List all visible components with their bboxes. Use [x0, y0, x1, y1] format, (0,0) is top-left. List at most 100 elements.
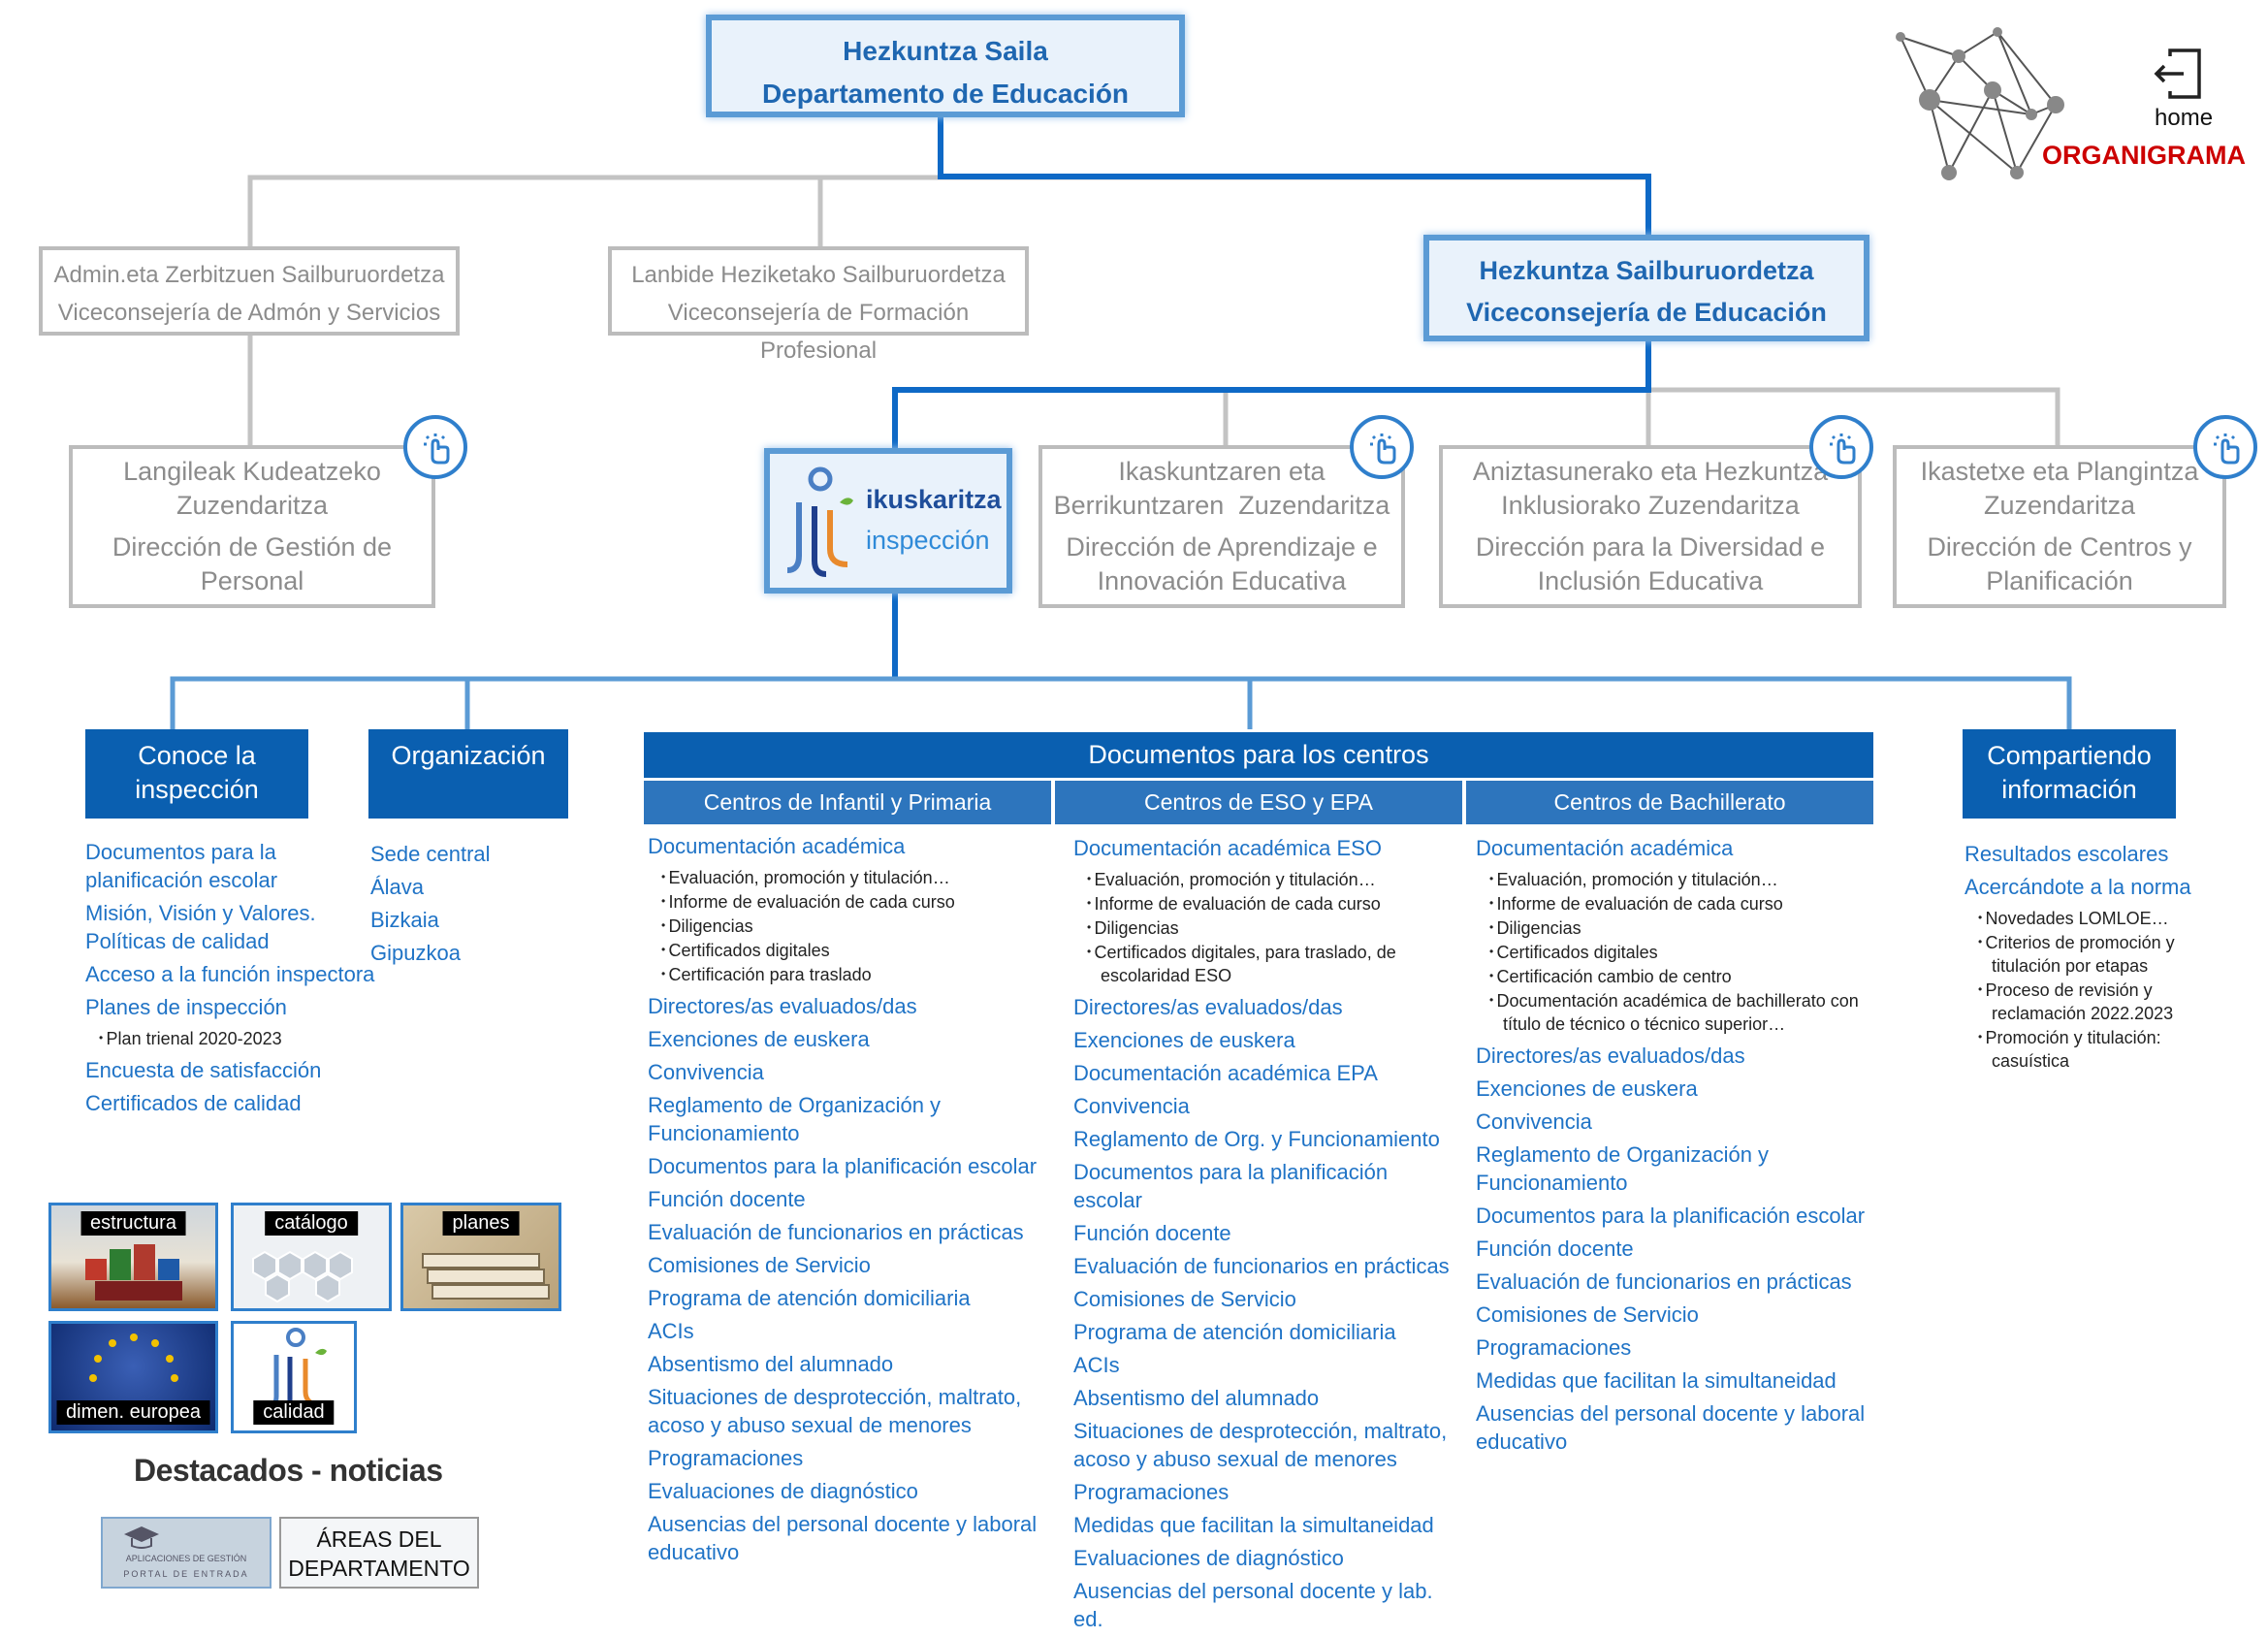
doc-link[interactable]: Acercándote a la norma: [1965, 875, 2191, 899]
doc-link[interactable]: Misión, Visión y Valores. Políticas de c…: [85, 901, 316, 953]
doc-sublink[interactable]: Documentación académica de bachillerato …: [1476, 988, 1869, 1036]
dir-aprendizaje-box[interactable]: Ikaskuntzaren eta Berrikuntzaren Zuzenda…: [1038, 445, 1405, 608]
doc-link[interactable]: Absentismo del alumnado: [648, 1352, 894, 1376]
doc-link[interactable]: Programaciones: [1476, 1335, 1632, 1360]
doc-link[interactable]: Comisiones de Servicio: [1073, 1287, 1296, 1311]
doc-sublink[interactable]: Informe de evaluación de cada curso: [648, 889, 1045, 914]
doc-link[interactable]: Sede central: [370, 842, 491, 866]
doc-sublink[interactable]: Evaluación, promoción y titulación…: [1073, 867, 1461, 891]
doc-link[interactable]: Exenciones de euskera: [1073, 1028, 1295, 1052]
click-hand-icon[interactable]: [1350, 415, 1414, 479]
doc-link[interactable]: Documentos para la planificación escolar: [1476, 1204, 1866, 1228]
doc-link[interactable]: Documentación académica EPA: [1073, 1061, 1378, 1085]
doc-link[interactable]: Programa de atención domiciliaria: [648, 1286, 971, 1310]
doc-link[interactable]: Acceso a la función inspectora: [85, 962, 375, 986]
doc-link[interactable]: Evaluación de funcionarios en prácticas: [1476, 1269, 1852, 1294]
doc-link[interactable]: Convivencia: [1476, 1109, 1592, 1134]
doc-link[interactable]: Comisiones de Servicio: [1476, 1302, 1699, 1327]
doc-sublink[interactable]: Certificados digitales, para traslado, d…: [1073, 940, 1461, 987]
thumb-estructura[interactable]: estructura: [48, 1203, 218, 1311]
doc-link[interactable]: Evaluación de funcionarios en prácticas: [1073, 1254, 1450, 1278]
doc-link[interactable]: Documentos para la planificación escolar: [85, 840, 278, 892]
dir-inspeccion-box[interactable]: ikuskaritza inspección: [764, 448, 1012, 594]
doc-link[interactable]: Documentación académica: [648, 834, 906, 858]
doc-link[interactable]: Evaluaciones de diagnóstico: [648, 1479, 918, 1503]
doc-sublink[interactable]: Diligencias: [1073, 915, 1461, 940]
doc-link[interactable]: Directores/as evaluados/das: [648, 994, 917, 1018]
home-exit-icon[interactable]: [2151, 47, 2205, 101]
thumb-planes[interactable]: planes: [400, 1203, 561, 1311]
doc-link[interactable]: Absentismo del alumnado: [1073, 1386, 1320, 1410]
doc-link[interactable]: Directores/as evaluados/das: [1476, 1044, 1745, 1068]
doc-link[interactable]: Documentos para la planificación escolar: [1073, 1160, 1389, 1212]
doc-link[interactable]: Planes de inspección: [85, 995, 287, 1019]
doc-link[interactable]: Función docente: [648, 1187, 806, 1211]
doc-link[interactable]: Ausencias del personal docente y laboral…: [648, 1512, 1038, 1564]
bachillerato-header[interactable]: Centros de Bachillerato: [1466, 778, 1873, 824]
thumb-calidad[interactable]: calidad: [231, 1321, 357, 1433]
doc-sublink[interactable]: Diligencias: [1476, 915, 1869, 940]
organigrama-title[interactable]: ORGANIGRAMA: [2042, 141, 2246, 170]
home-link[interactable]: home: [2155, 105, 2214, 131]
doc-link[interactable]: Certificados de calidad: [85, 1091, 302, 1115]
doc-link[interactable]: Medidas que facilitan la simultaneidad: [1476, 1368, 1837, 1393]
doc-sublink[interactable]: Criterios de promoción y titulación por …: [1965, 930, 2197, 978]
doc-link[interactable]: Álava: [370, 875, 425, 899]
vice-admin-box[interactable]: Admin.eta Zerbitzuen Sailburuordetza Vic…: [39, 246, 460, 336]
doc-link[interactable]: Documentos para la planificación escolar: [648, 1154, 1038, 1178]
dir-centros-box[interactable]: Ikastetxe eta Plangintza Zuzendaritza Di…: [1893, 445, 2226, 608]
doc-link[interactable]: Exenciones de euskera: [648, 1027, 870, 1051]
click-hand-icon[interactable]: [2193, 415, 2257, 479]
doc-link[interactable]: Programa de atención domiciliaria: [1073, 1320, 1396, 1344]
department-box[interactable]: Hezkuntza Saila Departamento de Educació…: [706, 15, 1185, 117]
doc-sublink[interactable]: Informe de evaluación de cada curso: [1476, 891, 1869, 915]
doc-link[interactable]: Situaciones de desprotección, maltrato, …: [1073, 1419, 1448, 1471]
doc-link[interactable]: Gipuzkoa: [370, 941, 461, 965]
doc-sublink[interactable]: Evaluación, promoción y titulación…: [648, 865, 1045, 889]
doc-sublink[interactable]: Evaluación, promoción y titulación…: [1476, 867, 1869, 891]
doc-link[interactable]: Resultados escolares: [1965, 842, 2169, 866]
doc-link[interactable]: Ausencias del personal docente y lab. ed…: [1073, 1579, 1433, 1631]
news-heading[interactable]: Destacados - noticias: [134, 1453, 443, 1488]
doc-sublink[interactable]: Novedades LOMLOE…: [1965, 906, 2197, 930]
doc-link[interactable]: Encuesta de satisfacción: [85, 1058, 322, 1082]
doc-link[interactable]: ACIs: [1073, 1353, 1120, 1377]
doc-link[interactable]: Reglamento de Org. y Funcionamiento: [1073, 1127, 1440, 1151]
doc-link[interactable]: Función docente: [1476, 1237, 1634, 1261]
compartiendo-header[interactable]: Compartiendo información: [1963, 729, 2176, 819]
dir-diversidad-box[interactable]: Aniztasunerako eta Hezkuntza Inklusiorak…: [1439, 445, 1862, 608]
doc-link[interactable]: Ausencias del personal docente y laboral…: [1476, 1401, 1866, 1454]
doc-link[interactable]: Reglamento de Organización y Funcionamie…: [648, 1093, 942, 1145]
doc-sublink[interactable]: Plan trienal 2020-2023: [85, 1026, 376, 1050]
conoce-header[interactable]: Conoce la inspección: [85, 729, 308, 819]
doc-link[interactable]: Evaluaciones de diagnóstico: [1073, 1546, 1344, 1570]
doc-link[interactable]: Comisiones de Servicio: [648, 1253, 871, 1277]
infantil-header[interactable]: Centros de Infantil y Primaria: [644, 778, 1051, 824]
doc-link[interactable]: Programaciones: [1073, 1480, 1230, 1504]
doc-link[interactable]: Convivencia: [1073, 1094, 1190, 1118]
documentos-header[interactable]: Documentos para los centros: [644, 732, 1873, 778]
doc-link[interactable]: Exenciones de euskera: [1476, 1076, 1698, 1101]
vice-fp-box[interactable]: Lanbide Heziketako Sailburuordetza Vicec…: [608, 246, 1029, 364]
vice-edu-box[interactable]: Hezkuntza Sailburuordetza Viceconsejería…: [1423, 235, 1869, 341]
doc-sublink[interactable]: Certificados digitales: [648, 938, 1045, 962]
eso-header[interactable]: Centros de ESO y EPA: [1055, 778, 1462, 824]
click-hand-icon[interactable]: [403, 415, 467, 479]
doc-link[interactable]: Documentación académica ESO: [1073, 836, 1382, 860]
doc-sublink[interactable]: Certificación cambio de centro: [1476, 964, 1869, 988]
doc-link[interactable]: Programaciones: [648, 1446, 804, 1470]
portal-entrada-button[interactable]: APLICACIONES DE GESTIÓN PORTAL DE ENTRAD…: [101, 1517, 272, 1589]
thumb-dimension[interactable]: dimen. europea: [48, 1321, 218, 1433]
doc-sublink[interactable]: Proceso de revisión y reclamación 2022.2…: [1965, 978, 2197, 1025]
doc-sublink[interactable]: Diligencias: [648, 914, 1045, 938]
doc-link[interactable]: Situaciones de desprotección, maltrato, …: [648, 1385, 1022, 1437]
doc-link[interactable]: Medidas que facilitan la simultaneidad: [1073, 1513, 1434, 1537]
click-hand-icon[interactable]: [1809, 415, 1873, 479]
organizacion-header[interactable]: Organización: [368, 729, 568, 819]
thumb-catalogo[interactable]: catálogo: [231, 1203, 392, 1311]
doc-link[interactable]: Función docente: [1073, 1221, 1231, 1245]
doc-link[interactable]: Bizkaia: [370, 908, 439, 932]
doc-link[interactable]: Directores/as evaluados/das: [1073, 995, 1343, 1019]
doc-link[interactable]: ACIs: [648, 1319, 694, 1343]
dir-personal-box[interactable]: Langileak Kudeatzeko Zuzendaritza Direcc…: [69, 445, 435, 608]
